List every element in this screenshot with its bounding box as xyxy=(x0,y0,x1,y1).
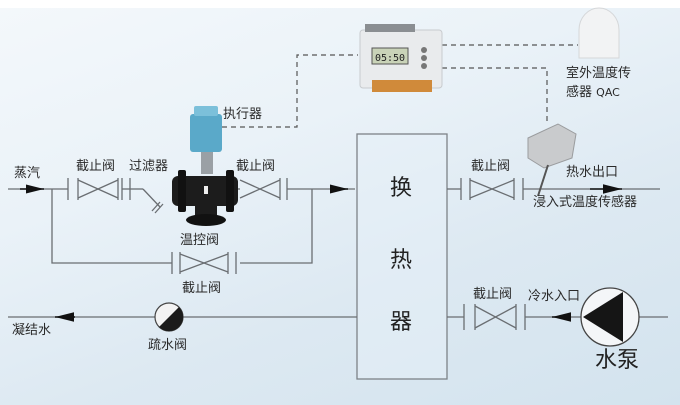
bypass-stop-valve-label: 截止阀 xyxy=(182,281,222,296)
outdoor-sensor-label-line2: 感器 QAC xyxy=(566,86,620,99)
stop-valve-1 xyxy=(67,178,123,200)
bypass-stop-valve xyxy=(171,252,237,274)
actuator-label: 执行器 xyxy=(223,107,263,122)
steam-trap-icon xyxy=(154,302,184,332)
pump-icon xyxy=(580,287,640,347)
pump-label: 水泵 xyxy=(595,348,640,373)
hot-water-stop-valve xyxy=(460,178,524,200)
cold-water-inlet-label: 冷水入口 xyxy=(528,289,581,304)
bypass-pipe-left xyxy=(51,189,172,264)
heat-exchanger-char-1: 换 xyxy=(390,176,413,201)
steam-trap-label: 疏水阀 xyxy=(148,338,188,353)
filter-symbol xyxy=(129,178,176,214)
temperature-control-valve-icon xyxy=(172,106,238,226)
condensate-label: 凝结水 xyxy=(12,323,52,338)
stop-valve-2 xyxy=(235,178,288,200)
heat-exchanger-box xyxy=(356,133,448,380)
cold-water-stop-valve xyxy=(463,304,526,330)
heat-exchanger-char-3: 器 xyxy=(390,310,413,335)
temp-control-valve-label: 温控阀 xyxy=(180,233,220,248)
immersion-sensor-line xyxy=(442,67,548,125)
heat-exchanger-char-2: 热 xyxy=(390,248,413,273)
bypass-pipe-right xyxy=(240,189,313,264)
filter-label: 过滤器 xyxy=(129,159,169,174)
outdoor-sensor-label-line1: 室外温度传 xyxy=(566,66,632,81)
controller-device-icon: 05:50 xyxy=(359,24,443,92)
stop-valve-1-label: 截止阀 xyxy=(76,159,116,174)
controller-display: 05:50 xyxy=(375,53,405,64)
stop-valve-2-label: 截止阀 xyxy=(236,159,276,174)
outdoor-temperature-sensor-icon xyxy=(578,7,620,59)
immersion-sensor-icon xyxy=(527,123,577,197)
hot-water-stop-valve-label: 截止阀 xyxy=(471,159,511,174)
steam-inlet-label: 蒸汽 xyxy=(14,166,41,181)
cold-water-stop-valve-label: 截止阀 xyxy=(473,287,513,302)
immersion-sensor-label: 浸入式温度传感器 xyxy=(533,195,638,210)
hot-water-outlet-label: 热水出口 xyxy=(566,165,619,180)
actuator-control-line xyxy=(222,54,358,128)
outdoor-sensor-model: QAC xyxy=(596,86,620,99)
outdoor-sensor-label-text: 感器 xyxy=(566,85,593,100)
